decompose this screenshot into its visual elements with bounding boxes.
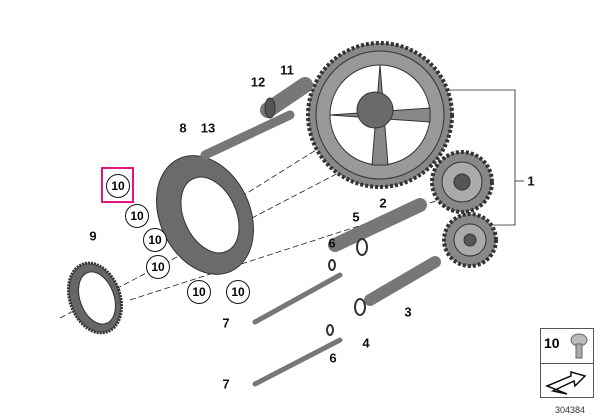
callout-10[interactable]: 10 <box>187 280 211 304</box>
callout-10-highlighted[interactable]: 10 <box>106 174 130 198</box>
callout-5[interactable]: 5 <box>352 209 360 225</box>
callout-3[interactable]: 3 <box>404 304 412 320</box>
callout-8[interactable]: 8 <box>179 120 187 136</box>
screw-icon <box>570 333 588 359</box>
callout-6[interactable]: 6 <box>329 350 337 366</box>
medium-gear <box>430 150 494 214</box>
callout-4[interactable]: 4 <box>362 335 370 351</box>
callout-11[interactable]: 11 <box>280 62 294 78</box>
ring-plate <box>156 155 254 275</box>
callout-12[interactable]: 12 <box>250 74 266 90</box>
callout-10[interactable]: 10 <box>226 280 250 304</box>
bracket-1 <box>430 89 524 226</box>
callout-10[interactable]: 10 <box>143 228 167 252</box>
callout-9[interactable]: 9 <box>89 228 97 244</box>
callout-1[interactable]: 1 <box>527 173 535 189</box>
callout-10[interactable]: 10 <box>125 204 149 228</box>
callout-10[interactable]: 10 <box>146 255 170 279</box>
callout-2[interactable]: 2 <box>379 195 387 211</box>
legend-part-number: 10 <box>544 335 560 351</box>
callout-13[interactable]: 13 <box>200 120 216 136</box>
small-gear <box>442 212 498 268</box>
arrow-icon <box>545 371 587 395</box>
diagram-number: 304384 <box>554 405 586 415</box>
callout-6[interactable]: 6 <box>328 235 336 251</box>
callout-7[interactable]: 7 <box>222 315 230 331</box>
part-legend: 10 <box>540 328 594 398</box>
shafts <box>200 77 441 387</box>
large-gear <box>306 41 454 189</box>
callout-7[interactable]: 7 <box>222 376 230 392</box>
bearing <box>66 261 124 335</box>
highlight-box <box>101 167 134 203</box>
